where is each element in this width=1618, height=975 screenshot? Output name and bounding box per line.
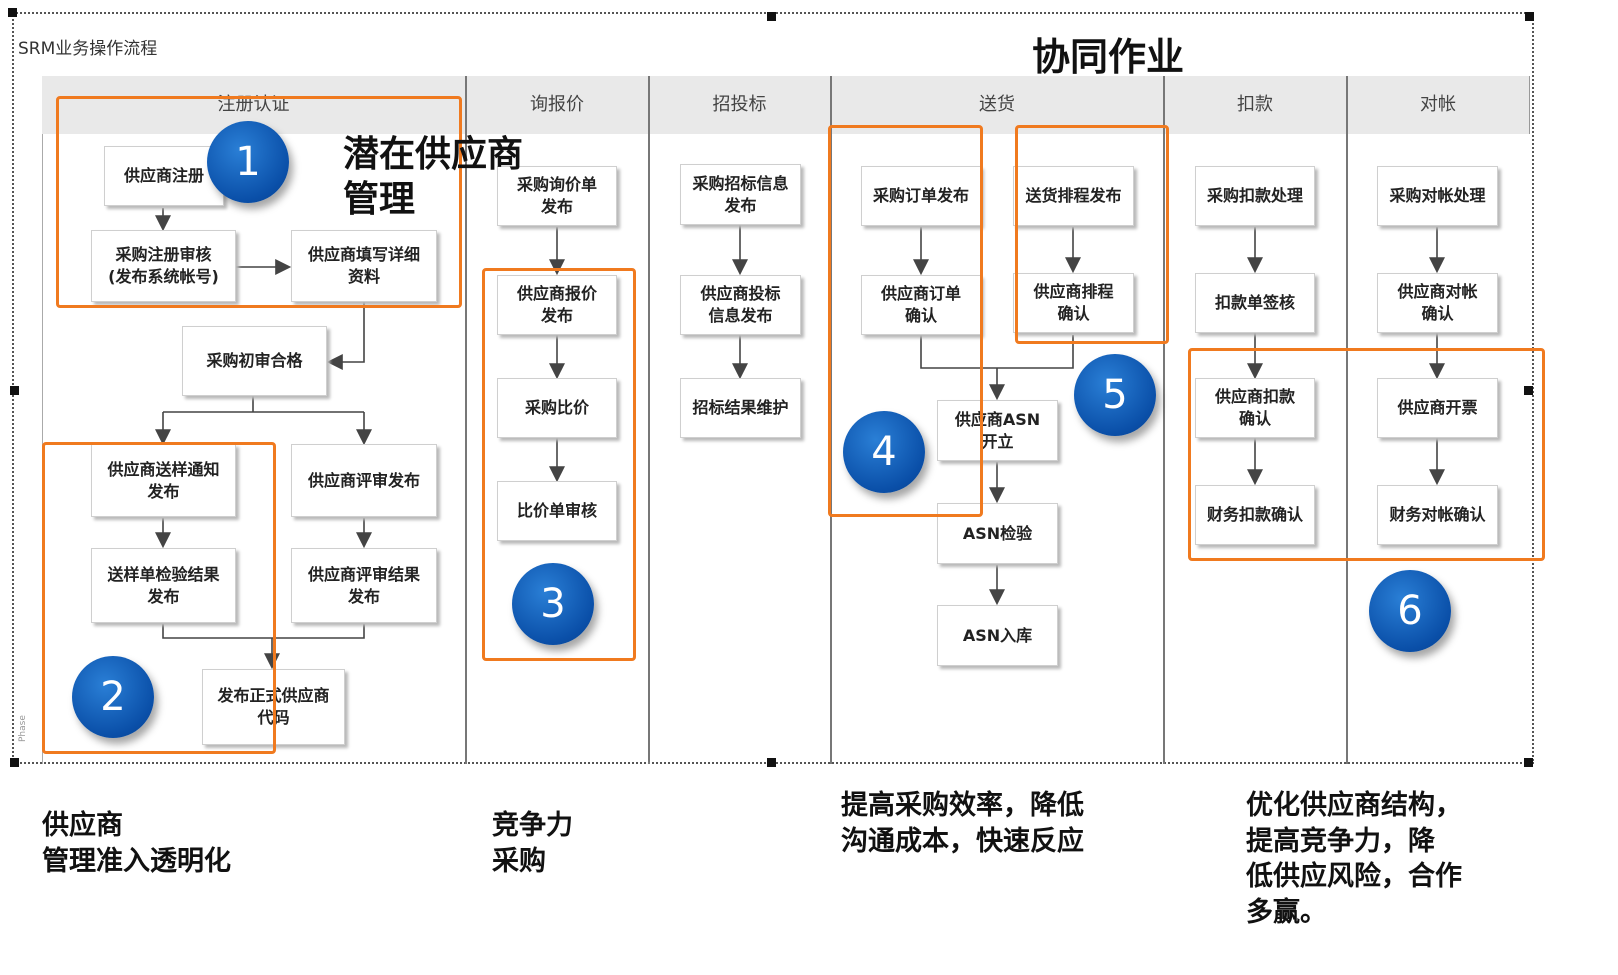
badge-6: 6 — [1369, 570, 1451, 652]
lane-separator — [1346, 76, 1348, 764]
badge-5: 5 — [1074, 354, 1156, 436]
highlight-group-4 — [828, 125, 983, 517]
box-sample-notice: 供应商送样通知 发布 — [91, 444, 236, 517]
box-sample-inspection-result: 送样单检验结果 发布 — [91, 548, 236, 623]
collaboration-title: 协同作业 — [1032, 35, 1185, 79]
box-supplier-evaluation: 供应商评审发布 — [291, 444, 437, 517]
badge-1: 1 — [207, 121, 289, 203]
badge-4: 4 — [843, 411, 925, 493]
lane-separator — [1163, 76, 1165, 764]
lane-separator — [830, 76, 832, 764]
box-supplier-po-confirm: 供应商订单 确认 — [861, 275, 981, 335]
box-supplier-register: 供应商注册 — [104, 146, 224, 206]
resize-handle[interactable] — [767, 758, 776, 767]
lane-header-delivery: 送货 — [831, 76, 1164, 134]
resize-handle[interactable] — [8, 8, 17, 17]
box-po-release: 采购订单发布 — [861, 166, 981, 226]
badge-2: 2 — [72, 656, 154, 738]
box-supplier-reconcile-confirm: 供应商对帐 确认 — [1377, 273, 1498, 333]
box-rfq-release: 采购询价单 发布 — [497, 166, 617, 226]
box-evaluation-result: 供应商评审结果 发布 — [291, 548, 437, 623]
box-finance-reconcile-confirm: 财务对帐确认 — [1377, 485, 1498, 545]
box-reconcile-process: 采购对帐处理 — [1377, 166, 1498, 226]
box-finance-deduction-confirm: 财务扣款确认 — [1195, 485, 1315, 545]
highlight-group-5 — [1015, 125, 1169, 344]
box-purchase-register-review: 采购注册审核 (发布系统帐号) — [91, 230, 236, 302]
caption-reconciliation: 优化供应商结构， 提高竞争力，降 低供应风险，合作 多赢。 — [1246, 790, 1462, 928]
box-asn-warehouse: ASN入库 — [937, 605, 1058, 666]
box-bid-result: 招标结果维护 — [680, 378, 801, 438]
resize-handle[interactable] — [1524, 758, 1533, 767]
box-supplier-fill-details: 供应商填写详细 资料 — [291, 230, 437, 302]
lane-separator — [465, 76, 467, 764]
potential-supplier-label: 潜在供应商 管理 — [343, 134, 524, 220]
box-price-compare: 采购比价 — [497, 378, 617, 438]
resize-handle[interactable] — [10, 386, 19, 395]
box-tender-info: 采购招标信息 发布 — [680, 164, 801, 225]
box-initial-review-pass: 采购初审合格 — [182, 326, 327, 396]
lane-separator — [648, 76, 650, 764]
lane-header-registration: 注册认证 — [42, 76, 466, 134]
lane-header-deduction: 扣款 — [1164, 76, 1347, 134]
box-compare-review: 比价单审核 — [497, 481, 617, 541]
lane-header-inquiry: 询报价 — [466, 76, 649, 134]
box-asn-create: 供应商ASN 开立 — [937, 400, 1058, 461]
box-supplier-quote: 供应商报价 发布 — [497, 275, 617, 335]
box-supplier-invoice: 供应商开票 — [1377, 378, 1498, 438]
box-deduction-signoff: 扣款单签核 — [1195, 273, 1315, 333]
caption-delivery: 提高采购效率，降低 沟通成本，快速反应 — [841, 790, 1084, 857]
highlight-group-3 — [482, 268, 636, 661]
box-asn-inspection: ASN检验 — [937, 503, 1058, 564]
box-deduction-process: 采购扣款处理 — [1195, 166, 1315, 226]
highlight-group-1 — [56, 96, 462, 308]
caption-inquiry: 竞争力 采购 — [492, 810, 573, 877]
highlight-group-2 — [42, 442, 276, 754]
lane-header-reconciliation: 对帐 — [1347, 76, 1530, 134]
box-supplier-deduction-confirm: 供应商扣款 确认 — [1195, 378, 1315, 438]
box-supplier-bid: 供应商投标 信息发布 — [680, 275, 801, 335]
lane-header-bidding: 招投标 — [649, 76, 831, 134]
resize-handle[interactable] — [767, 12, 776, 21]
box-schedule-confirm: 供应商排程 确认 — [1013, 273, 1134, 333]
caption-registration: 供应商 管理准入透明化 — [42, 810, 231, 877]
phase-column — [14, 76, 43, 764]
badge-3: 3 — [512, 563, 594, 645]
resize-handle[interactable] — [1525, 12, 1534, 21]
resize-handle[interactable] — [10, 758, 19, 767]
diagram-title: SRM业务操作流程 — [18, 39, 158, 59]
resize-handle[interactable] — [1524, 386, 1533, 395]
box-delivery-schedule: 送货排程发布 — [1013, 166, 1134, 226]
highlight-group-6 — [1188, 348, 1545, 561]
